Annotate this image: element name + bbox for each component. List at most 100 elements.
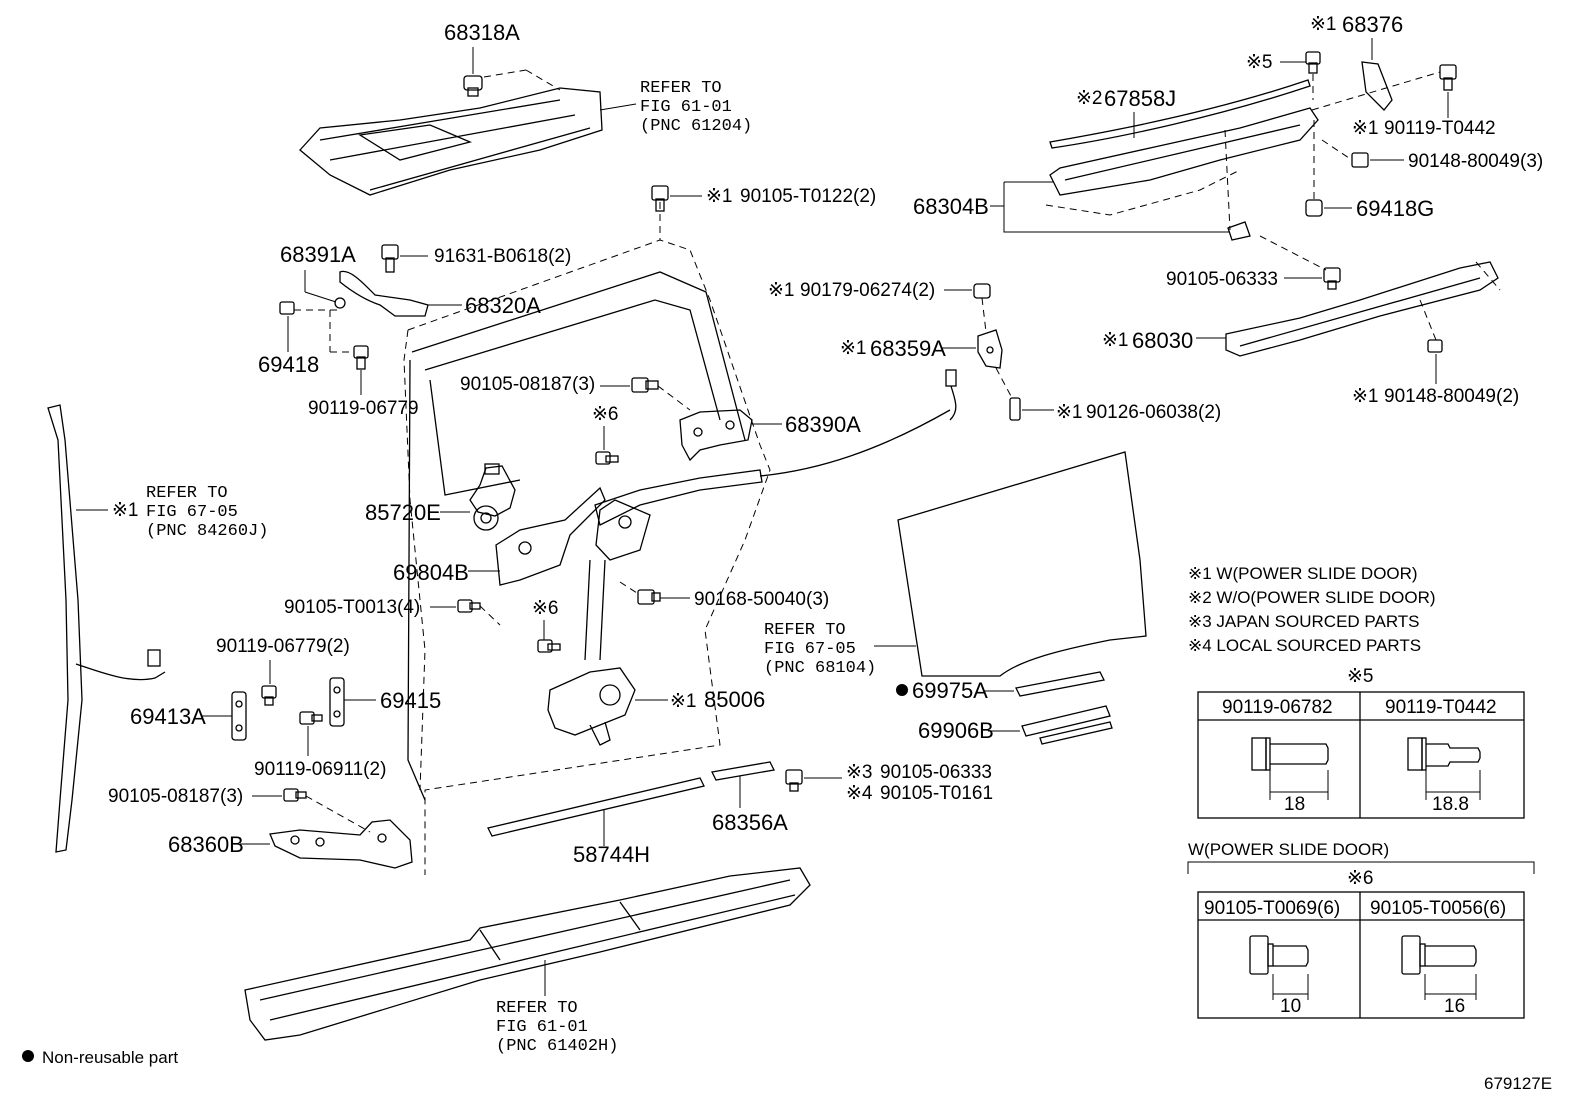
rod-68356A-icon [711,761,775,781]
door-glass-68104-icon [897,451,1147,677]
bolt-stepped-18_8-icon [1407,737,1481,800]
table5 [1197,691,1525,819]
bolt-90119-T0442-icon [1439,64,1457,91]
motor-85720E-icon [469,463,516,531]
lower-rail-68030-icon [1225,261,1499,357]
strip-69975A-icon [1015,671,1105,697]
bolt-flange-18-icon [1251,737,1329,800]
label-68304B: 68304B [913,194,989,219]
bolt-90105-06333-b-icon [1323,267,1341,290]
nut-90179-icon [973,283,991,299]
label-68376: 68376 [1342,12,1403,37]
label-90105-T0122: 90105-T0122(2) [740,186,876,207]
upper-hinge-68390A-icon [679,409,753,462]
ref-top-line2: FIG 61-01 [640,98,732,117]
bolt-90119-06779-2-icon [261,685,277,706]
ref-left-line2: FIG 67-05 [146,503,238,522]
table6-dim1: 10 [1280,996,1301,1017]
bracket-68359A-icon [977,329,1003,369]
mark-1-68359A: ※1 [840,338,867,359]
ref-glass-line1: REFER TO [764,621,846,640]
mark-4: ※4 [846,783,873,804]
table6-mark: ※6 [1347,868,1374,889]
label-90148-80049-3: 90148-80049(3) [1408,151,1543,172]
label-90105-T0161: 90105-T0161 [880,783,993,804]
label-90119-06779-2: 90119-06779(2) [216,636,350,657]
bolt-90105-06333-a-icon [785,769,803,792]
note-3: ※3 JAPAN SOURCED PARTS [1188,612,1420,631]
label-85006: 85006 [704,687,765,712]
pin-90126-icon [1009,397,1021,421]
bolt-long-16-icon [1401,935,1477,1000]
label-68318A: 68318A [444,20,520,45]
mark-2: ※2 [1076,88,1103,109]
bolt-6-b-icon [537,639,561,653]
label-90105-08187-top: 90105-08187(3) [460,374,595,395]
ref-top-line3: (PNC 61204) [640,117,752,136]
bolt-90148-3-icon [1351,152,1369,168]
label-69413A: 69413A [130,704,206,729]
ref-glass-line3: (PNC 68104) [764,659,876,678]
mark-1-85006: ※1 [670,691,697,712]
door-frame-outline [403,239,771,875]
mark-1-84260J: ※1 [112,500,139,521]
bracket-69413A-icon [231,691,247,741]
strip-69906B-icon [1021,705,1113,745]
bolt-90119-06779-icon [353,345,369,370]
ref-top-line1: REFER TO [640,79,722,98]
motor-85006-icon [547,667,636,746]
nut-69418-icon [279,301,295,315]
mark-1-68030: ※1 [1102,330,1129,351]
label-58744H: 58744H [573,842,650,867]
label-90168-50040: 90168-50040(3) [694,589,829,610]
label-69804B: 69804B [393,560,469,585]
ref-bottom-line1: REFER TO [496,999,578,1018]
label-68391A: 68391A [280,242,356,267]
weatherstrip-67858J-icon [1049,79,1311,149]
table5-col1: 90119-06782 [1222,697,1333,718]
nut-69418G-icon [1305,199,1323,217]
bracket-68376-icon [1361,61,1393,111]
weatherstrip-84260J-icon [47,404,166,853]
bolt-90105-08187-bot-icon [283,788,307,802]
label-68030: 68030 [1132,328,1193,353]
note-1: ※1 W(POWER SLIDE DOOR) [1188,564,1418,583]
rocker-rail-61402H-icon [244,867,811,1041]
label-90148-80049-2: 90148-80049(2) [1384,386,1519,407]
label-90119-T0442: 90119-T0442 [1384,118,1496,139]
table6 [1197,891,1525,1019]
ref-glass-line2: FIG 67-05 [764,640,856,659]
table6-caption: W(POWER SLIDE DOOR) [1188,840,1389,859]
bolt-90105-T0013-icon [457,599,481,613]
table6-col2: 90105-T0056(6) [1370,898,1506,919]
mark-1-68376: ※1 [1310,14,1337,35]
mark-5: ※5 [1246,52,1273,73]
label-69418: 69418 [258,352,319,377]
bracket-69415-icon [329,677,345,727]
bolt-90105-T0122-icon [651,185,669,212]
label-90126-06038: 90126-06038(2) [1086,402,1221,423]
mark-3: ※3 [846,762,873,783]
label-68360B: 68360B [168,832,244,857]
legend-dot-icon [22,1050,34,1062]
label-90105-T0013: 90105-T0013(4) [284,597,420,618]
mark-6-a: ※6 [592,404,619,425]
legend-nonreusable: Non-reusable part [42,1048,178,1067]
label-85720E: 85720E [365,500,441,525]
note-4: ※4 LOCAL SOURCED PARTS [1188,636,1421,655]
non-reusable-dot-icon [896,684,908,696]
ref-bottom-line3: (PNC 61402H) [496,1037,618,1056]
label-69415: 69415 [380,688,441,713]
table6-dim2: 16 [1444,996,1465,1017]
clip-68318A-icon [463,47,483,97]
upper-rail-panel-icon [299,87,603,196]
label-90105-06333-b: 90105-06333 [1166,269,1278,290]
table5-dim1: 18 [1284,794,1305,815]
label-90179-06274: 90179-06274(2) [800,280,935,301]
bolt-91631-icon [381,244,399,273]
table5-dim2: 18.8 [1432,794,1469,815]
label-69906B: 69906B [918,718,994,743]
lower-hinge-68360B-icon [269,819,413,869]
table5-mark: ※5 [1347,666,1374,687]
